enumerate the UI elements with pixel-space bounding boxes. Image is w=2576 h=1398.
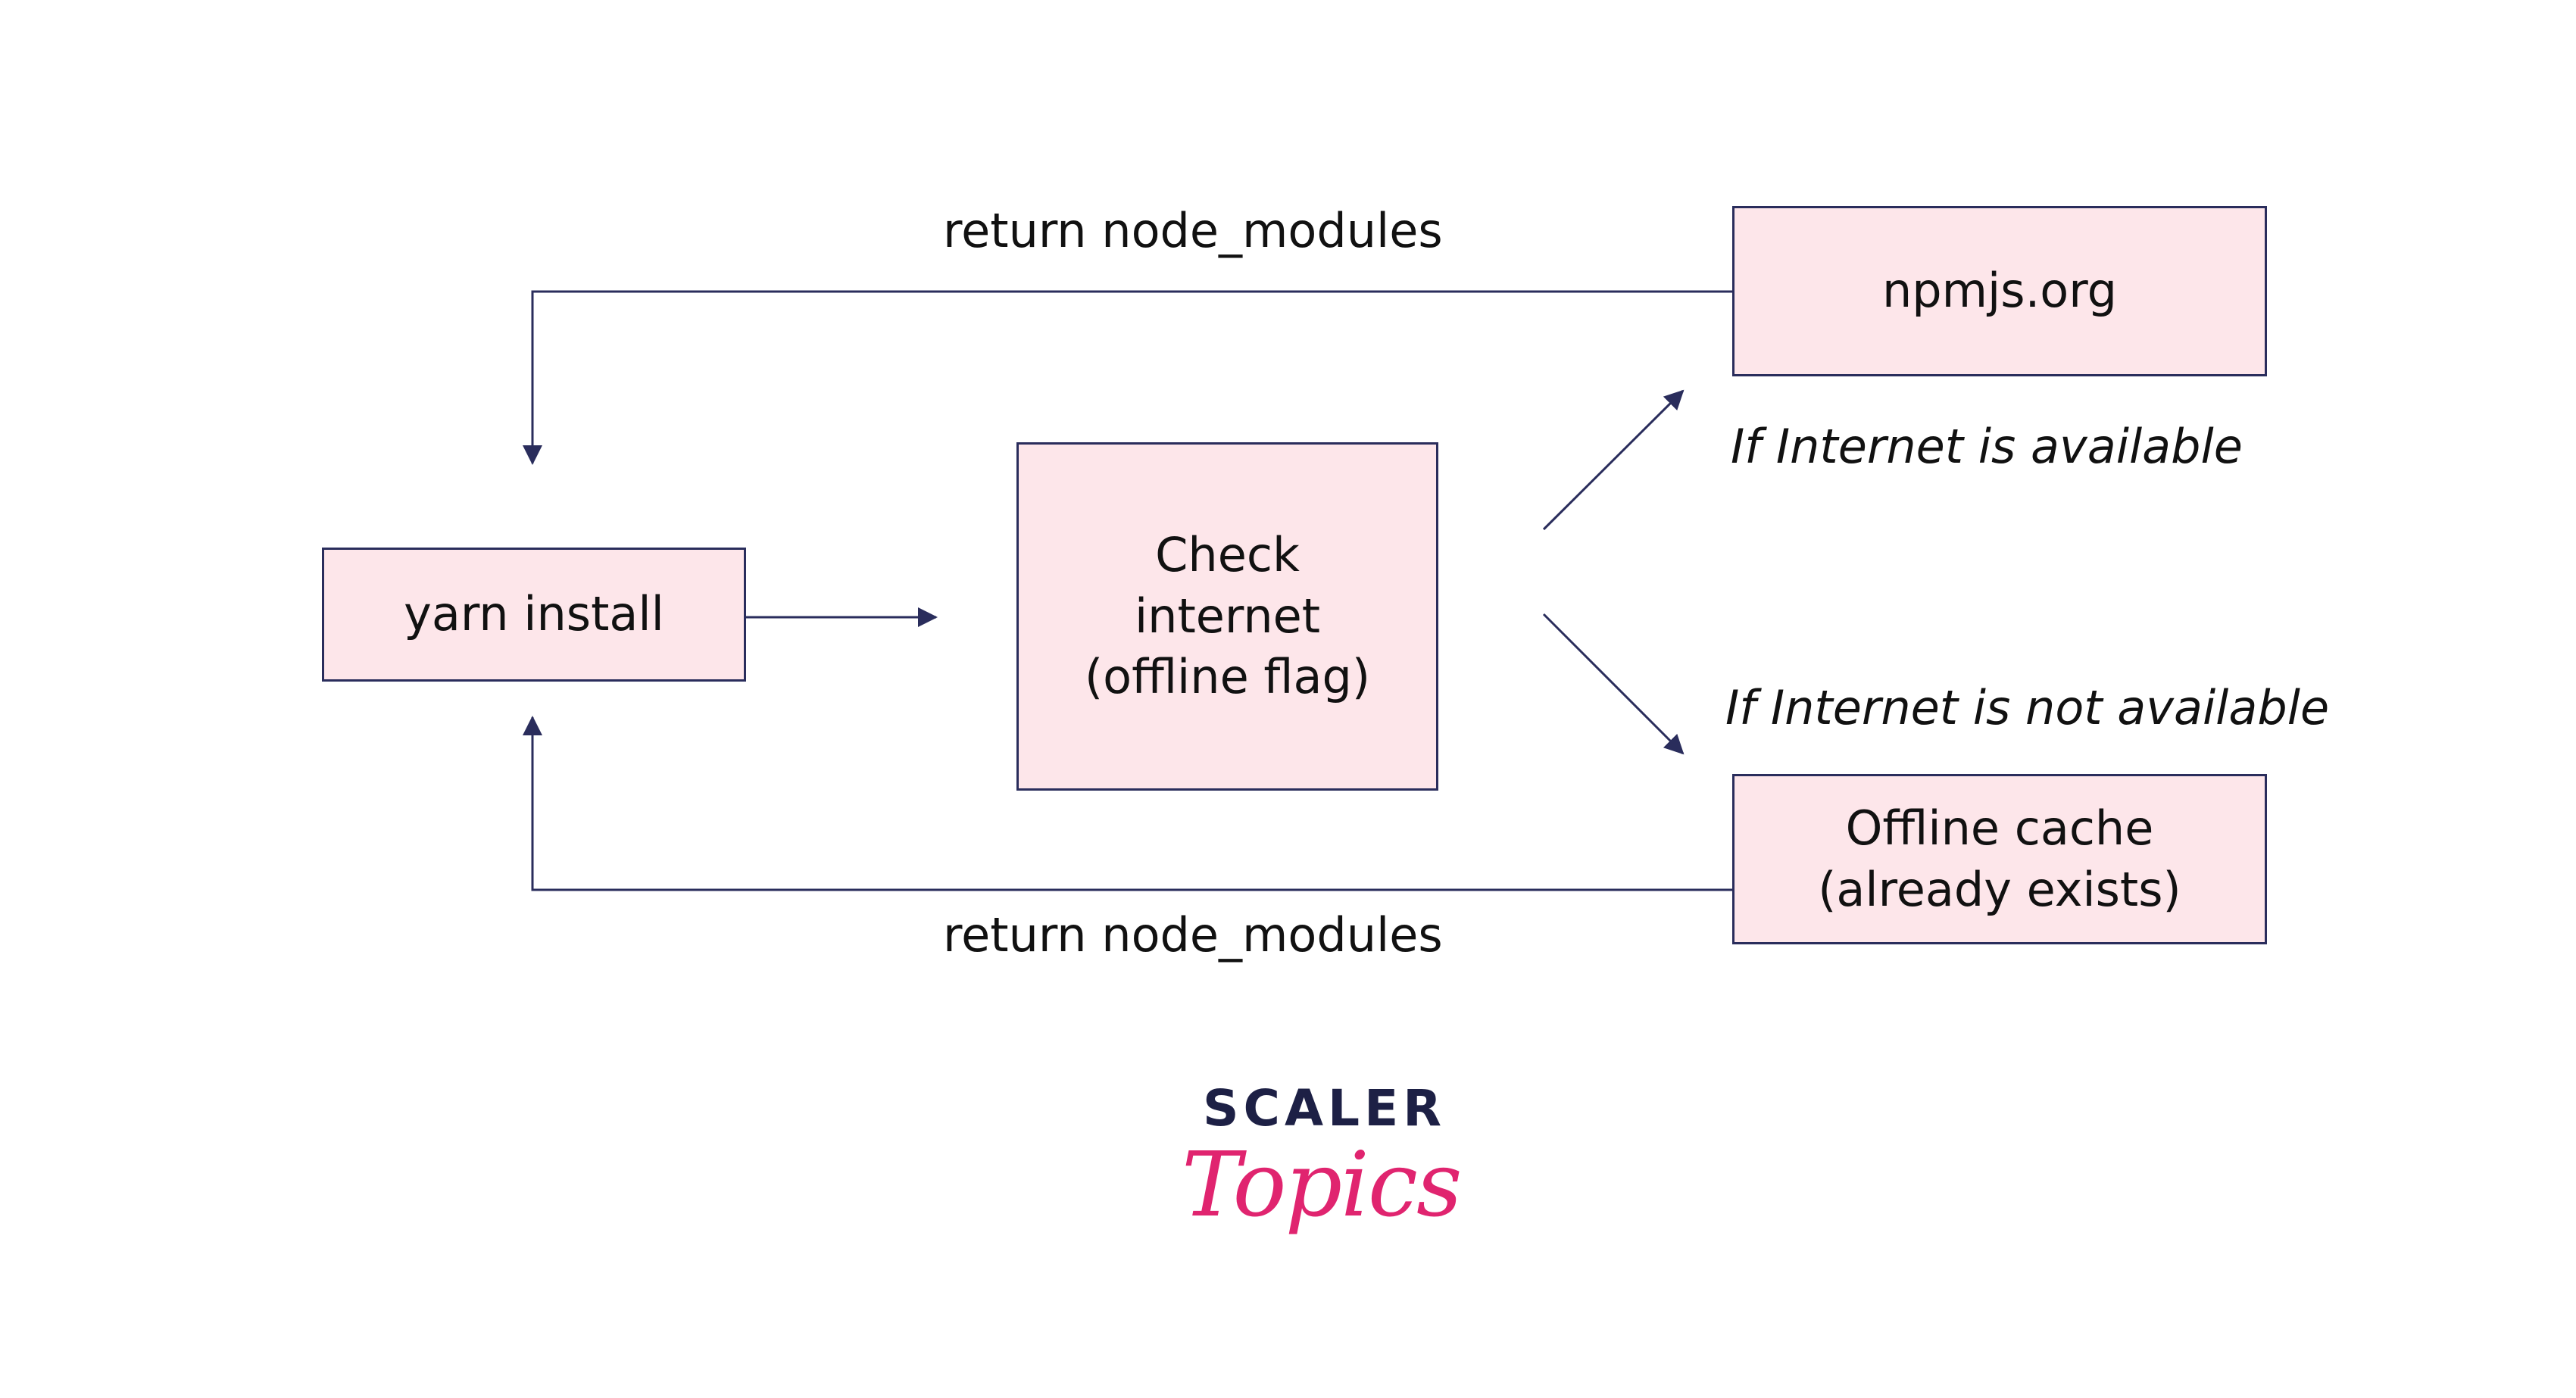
node-check-internet: Check internet (offline flag): [1016, 442, 1438, 791]
node-yarn-install-label: yarn install: [404, 586, 664, 642]
logo-line-scaler: SCALER: [1203, 1079, 1447, 1137]
edge-label-return-top: return node_modules: [943, 203, 1443, 258]
edge-label-internet-not-available: If Internet is not available: [1725, 680, 2330, 735]
edge-label-internet-available: If Internet is available: [1731, 419, 2243, 474]
node-yarn-install: yarn install: [322, 548, 746, 682]
arrow-npmjs-to-yarn: [523, 290, 1732, 465]
node-offline-cache: Offline cache (already exists): [1732, 774, 2267, 944]
node-check-internet-label: Check internet (offline flag): [1084, 527, 1371, 705]
logo-line-topics: Topics: [1182, 1132, 1463, 1237]
arrow-cache-to-yarn: [523, 716, 1732, 891]
arrow-check-to-cache: [1542, 613, 1685, 755]
scaler-topics-logo: SCALER Topics: [1166, 1079, 1463, 1276]
node-offline-cache-label: Offline cache (already exists): [1818, 800, 2181, 917]
arrow-check-to-npmjs: [1542, 389, 1685, 531]
node-npmjs-label: npmjs.org: [1882, 263, 2117, 319]
edge-label-return-bottom: return node_modules: [943, 907, 1443, 963]
node-npmjs: npmjs.org: [1732, 206, 2267, 376]
